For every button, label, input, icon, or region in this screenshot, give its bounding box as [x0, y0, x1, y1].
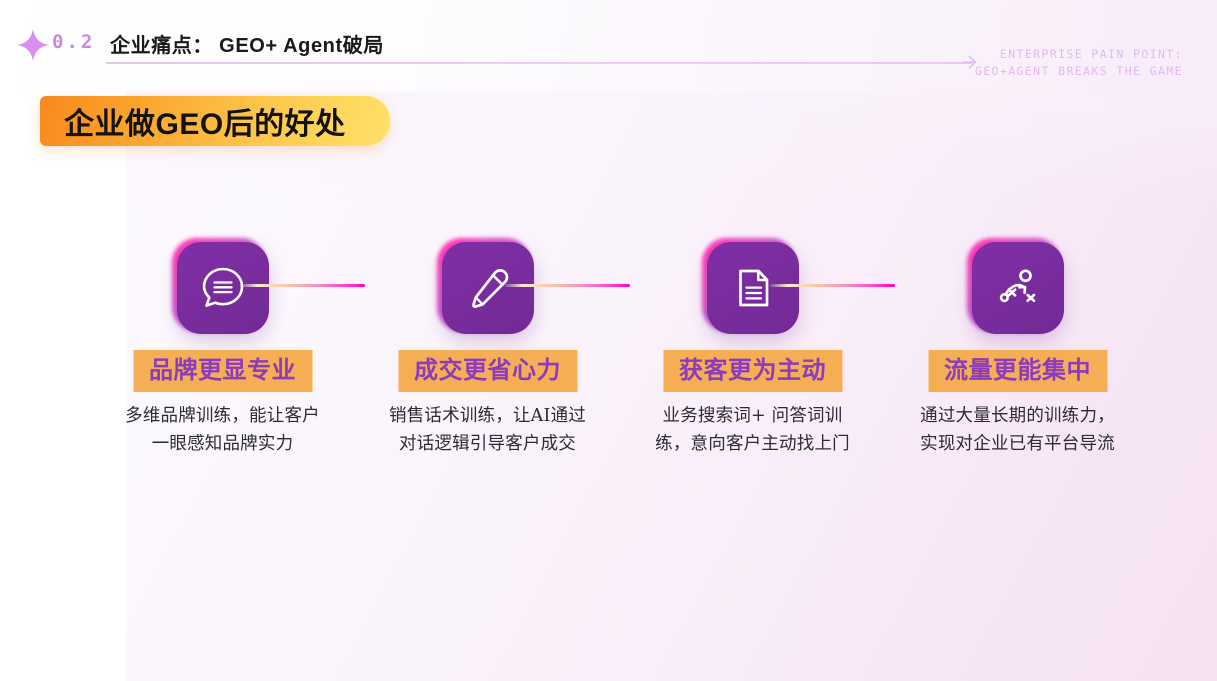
- section-banner-label: 企业做GEO后的好处: [64, 108, 346, 141]
- benefit-title: 品牌更显专业: [149, 357, 296, 384]
- icon-tile-wrapper: [436, 238, 534, 334]
- benefit-title: 流量更能集中: [944, 357, 1091, 384]
- benefit-title: 获客更为主动: [679, 357, 826, 384]
- icon-tile-wrapper: [966, 238, 1064, 334]
- section-banner: 企业做GEO后的好处: [40, 96, 390, 146]
- section-number: 0.2: [52, 31, 96, 53]
- benefit-description: 通过大量长期的训练力，实现对企业已有平台导流: [920, 406, 1115, 454]
- pencil-edit-icon: [462, 262, 514, 314]
- slide-header: 0.2 企业痛点： GEO+ Agent破局 ENTERPRISE PAIN P…: [0, 0, 1217, 92]
- card-connector-line: [770, 284, 895, 287]
- benefit-description: 销售话术训练，让AI通过对话逻辑引导客户成交: [389, 406, 586, 454]
- benefit-cards-row: 品牌更显专业 多维品牌训练，能让客户一眼感知品牌实力: [90, 238, 1140, 498]
- status-badge: 品牌更显专业: [133, 350, 312, 392]
- chat-bubble-lines-icon: [197, 262, 249, 314]
- benefit-title: 成交更省心力: [414, 357, 561, 384]
- arrow-right-icon: [962, 54, 978, 71]
- icon-tile-wrapper: [701, 238, 799, 334]
- icon-tile: [971, 242, 1064, 334]
- benefit-card: 成交更省心力 销售话术训练，让AI通过对话逻辑引导客户成交: [355, 238, 630, 498]
- status-badge: 流量更能集中: [928, 350, 1107, 392]
- header-divider-line: [106, 62, 972, 64]
- benefit-card: 流量更能集中 通过大量长期的训练力，实现对企业已有平台导流: [885, 238, 1150, 498]
- header-english-caption: ENTERPRISE PAIN POINT: GEO+AGENT BREAKS …: [975, 29, 1183, 97]
- icon-tile-wrapper: [171, 238, 269, 334]
- document-lines-icon: [727, 262, 779, 314]
- benefit-description: 业务搜索词+ 问答词训练，意向客户主动找上门: [655, 406, 850, 454]
- status-badge: 获客更为主动: [663, 350, 842, 392]
- icon-tile: [441, 242, 534, 334]
- benefit-card: 品牌更显专业 多维品牌训练，能让客户一眼感知品牌实力: [90, 238, 365, 498]
- icon-tile: [706, 242, 799, 334]
- background-top-band: [0, 0, 1217, 92]
- status-badge: 成交更省心力: [398, 350, 577, 392]
- header-english-line1: ENTERPRISE PAIN POINT:: [999, 47, 1183, 61]
- header-english-line2: GEO+AGENT BREAKS THE GAME: [974, 64, 1183, 78]
- card-connector-line: [240, 284, 365, 287]
- icon-tile: [176, 242, 269, 334]
- strategy-tactics-icon: [992, 262, 1044, 314]
- page-title: 企业痛点： GEO+ Agent破局: [110, 35, 384, 57]
- benefit-description: 多维品牌训练，能让客户一眼感知品牌实力: [125, 406, 320, 454]
- sparkle-icon: [16, 28, 50, 62]
- benefit-card: 获客更为主动 业务搜索词+ 问答词训练，意向客户主动找上门: [620, 238, 895, 498]
- card-connector-line: [505, 284, 630, 287]
